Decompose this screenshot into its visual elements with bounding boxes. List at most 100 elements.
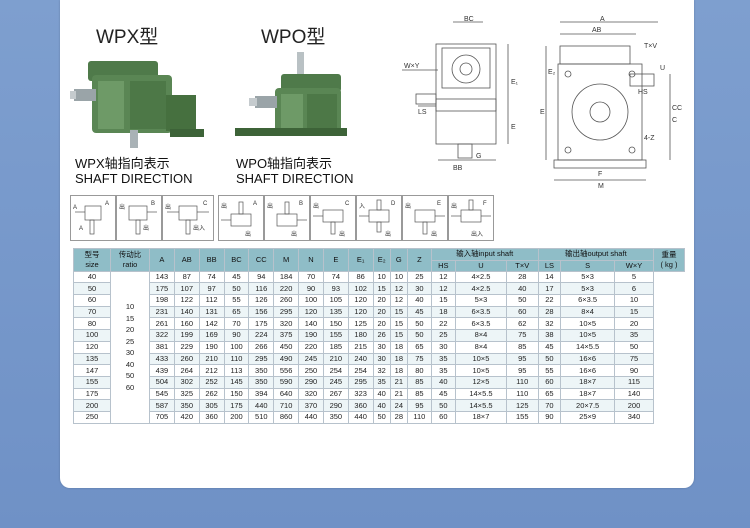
table-cell: 440	[298, 410, 324, 424]
table-cell: 15	[389, 305, 408, 319]
front-c-label: C	[672, 117, 677, 124]
table-cell: 74	[322, 270, 349, 284]
table-cell: 120	[347, 294, 374, 307]
wpo-box-d-sub1: 入	[359, 203, 365, 210]
table-cell: 350	[173, 399, 200, 412]
table-cell: 14	[537, 270, 562, 284]
table-cell: 65	[223, 305, 250, 319]
table-cell: 240	[347, 352, 374, 366]
weight-en: ( kg )	[660, 259, 678, 269]
wpx-box-b-sub1: 出	[119, 203, 125, 211]
wpx-box-b-sub2: 出	[143, 224, 149, 232]
table-cell: 60	[430, 410, 456, 424]
table-cell: 50	[406, 317, 432, 331]
table-cell: 90	[537, 410, 562, 424]
table-cell: 107	[173, 282, 200, 296]
table-cell: 556	[273, 364, 300, 377]
wpx-box-b-label: B	[151, 201, 155, 207]
table-cell: 252	[198, 375, 225, 389]
table-cell: 18	[389, 364, 408, 377]
table-cell: 590	[273, 375, 300, 389]
ratio-value: 50	[125, 371, 135, 381]
table-cell: 15	[372, 282, 391, 296]
table-cell: 70	[298, 270, 324, 284]
table-cell: 21	[389, 387, 408, 401]
table-cell: 120	[347, 305, 374, 319]
col-header: M	[273, 248, 300, 272]
col-header: A	[149, 248, 175, 272]
table-cell: 322	[149, 329, 175, 342]
table-cell: 155	[322, 329, 349, 342]
table-cell: 860	[273, 410, 300, 424]
wpo-box-a-label: A	[253, 201, 257, 207]
table-cell: 254	[322, 364, 349, 377]
table-cell: 6	[613, 282, 655, 296]
table-cell: 212	[198, 364, 225, 377]
table-cell: 15	[389, 317, 408, 331]
table-cell: 18	[389, 340, 408, 354]
table-cell: 143	[149, 270, 175, 284]
table-cell: 10×5	[560, 329, 615, 342]
table-cell: 38	[537, 329, 562, 342]
wpx-direction-cn: WPX轴指向表示	[75, 156, 170, 171]
wpx-box-a-label: A	[105, 201, 109, 207]
table-cell: 640	[273, 387, 300, 401]
table-cell: 267	[322, 387, 349, 401]
table-cell: 110	[505, 375, 539, 389]
table-cell: 360	[198, 410, 225, 424]
table-cell: 325	[173, 387, 200, 401]
side-ls-label: LS	[418, 109, 427, 116]
table-cell: 16×6	[560, 364, 615, 377]
table-cell: 180	[347, 329, 374, 342]
table-cell: 80	[406, 364, 432, 377]
wpo-box-f-label: F	[483, 201, 487, 207]
wpo-box-b-label: B	[299, 201, 303, 207]
table-cell: 245	[298, 352, 324, 366]
table-cell: 4×2.5	[454, 270, 507, 284]
col-header: N	[298, 248, 324, 272]
table-cell: 97	[198, 282, 225, 296]
col-weight-header: 重量( kg )	[653, 248, 685, 272]
table-cell: 245	[322, 375, 349, 389]
table-cell: 261	[149, 317, 175, 331]
table-cell: 5×3	[560, 270, 615, 284]
table-cell: 85	[406, 375, 432, 389]
table-cell: 6×3.5	[454, 317, 507, 331]
col-header: U	[454, 259, 507, 272]
table-cell: 394	[248, 387, 275, 401]
table-cell: 156	[248, 305, 275, 319]
table-cell: 116	[248, 282, 275, 296]
table-cell: 260	[173, 352, 200, 366]
table-cell: 375	[273, 329, 300, 342]
table-cell: 65	[406, 340, 432, 354]
table-cell: 200	[223, 410, 250, 424]
table-cell: 8×4	[560, 305, 615, 319]
cell-size: 147	[73, 364, 111, 377]
table-cell: 45	[430, 387, 456, 401]
table-cell: 110	[505, 387, 539, 401]
wpx-gearbox-image	[70, 61, 204, 148]
table-cell: 25	[430, 329, 456, 342]
table-cell: 5×3	[560, 282, 615, 296]
table-cell: 28	[389, 410, 408, 424]
table-cell: 350	[248, 364, 275, 377]
col-header: E₂	[372, 248, 391, 272]
table-cell: 198	[149, 294, 175, 307]
table-cell: 142	[198, 317, 225, 331]
table-cell: 32	[537, 317, 562, 331]
table-cell: 229	[173, 340, 200, 354]
ratio-value: 25	[125, 336, 135, 346]
table-cell: 28	[505, 270, 539, 284]
wpx-box-a-sub2: A	[79, 226, 83, 232]
wpx-direction-en: SHAFT DIRECTION	[75, 171, 193, 186]
table-cell: 545	[149, 387, 175, 401]
